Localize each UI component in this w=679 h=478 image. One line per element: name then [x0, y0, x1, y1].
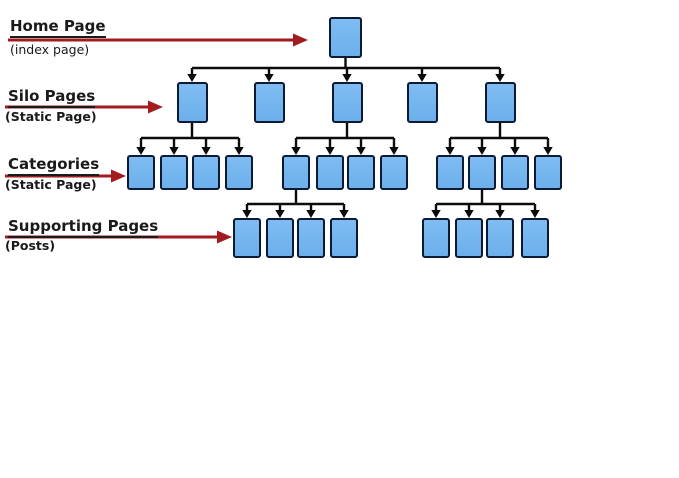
rail-to-silo-arrow-3-head — [342, 74, 352, 82]
category-page-node-3-2 — [468, 155, 496, 190]
supporting-page-node-1-1 — [233, 218, 261, 258]
category-page-node-1-2 — [160, 155, 188, 190]
category-page-node-1-4 — [225, 155, 253, 190]
label-home-page: Home Page — [10, 16, 106, 39]
category-page-node-2-3 — [347, 155, 375, 190]
supporting-page-node-2-4 — [521, 218, 549, 258]
supporting-pages-label-text: Supporting Pages — [8, 217, 159, 239]
supporting-page-node-1-4 — [330, 218, 358, 258]
rail-to-supporting-arrow-2-2-head — [464, 210, 474, 218]
home-label-arrow-head — [293, 33, 308, 47]
rail-to-silo-arrow-5-head — [495, 74, 505, 82]
category-page-node-3-3 — [501, 155, 529, 190]
rail-to-supporting-arrow-2-4-head — [530, 210, 540, 218]
rail-to-category-arrow-1-3-head — [201, 147, 211, 155]
supporting-page-node-2-3 — [486, 218, 514, 258]
category-page-node-3-4 — [534, 155, 562, 190]
supporting-page-node-1-3 — [297, 218, 325, 258]
silo-pages-sublabel: (Static Page) — [5, 109, 97, 124]
home-page-label-text: Home Page — [10, 17, 106, 39]
silo-page-node-5 — [484, 82, 516, 123]
categories-label-text: Categories — [8, 155, 100, 177]
rail-to-category-arrow-1-2-head — [169, 147, 179, 155]
rail-to-category-arrow-2-1-head — [291, 147, 301, 155]
supporting-page-node-1-2 — [266, 218, 294, 258]
home-page-node — [329, 17, 362, 58]
rail-to-silo-arrow-1-head — [187, 74, 197, 82]
category-page-node-1-3 — [192, 155, 220, 190]
silo-page-node-1 — [176, 82, 208, 123]
category-page-node-2-2 — [316, 155, 344, 190]
rail-to-category-arrow-3-1-head — [445, 147, 455, 155]
rail-to-supporting-arrow-2-3-head — [495, 210, 505, 218]
rail-to-category-arrow-2-3-head — [356, 147, 366, 155]
rail-to-supporting-arrow-1-3-head — [306, 210, 316, 218]
rail-to-category-arrow-1-4-head — [234, 147, 244, 155]
label-silo-pages: Silo Pages — [8, 86, 96, 109]
rail-to-category-arrow-3-3-head — [510, 147, 520, 155]
rail-to-silo-arrow-2-head — [264, 74, 274, 82]
rail-to-category-arrow-3-2-head — [477, 147, 487, 155]
label-categories: Categories — [8, 154, 100, 177]
supporting-pages-sublabel: (Posts) — [5, 238, 56, 253]
category-page-node-2-4 — [380, 155, 408, 190]
home-page-sublabel: (index page) — [10, 42, 90, 57]
rail-to-category-arrow-2-2-head — [325, 147, 335, 155]
supporting-page-node-2-1 — [422, 218, 450, 258]
rail-to-supporting-arrow-1-2-head — [275, 210, 285, 218]
category-page-node-1-1 — [127, 155, 155, 190]
rail-to-category-arrow-2-4-head — [389, 147, 399, 155]
categories-label-arrow-head — [111, 169, 126, 183]
silo-page-node-2 — [253, 82, 285, 123]
label-supporting-pages: Supporting Pages — [8, 216, 159, 239]
rail-to-supporting-arrow-1-1-head — [242, 210, 252, 218]
rail-to-silo-arrow-4-head — [417, 74, 427, 82]
category-page-node-2-1 — [282, 155, 310, 190]
supporting-page-node-2-2 — [455, 218, 483, 258]
supporting-label-arrow-head — [217, 230, 232, 244]
category-page-node-3-1 — [436, 155, 464, 190]
silo-page-node-3 — [331, 82, 363, 123]
categories-sublabel: (Static Page) — [5, 177, 97, 192]
rail-to-category-arrow-3-4-head — [543, 147, 553, 155]
silo-pages-label-text: Silo Pages — [8, 87, 96, 109]
silo-label-arrow-head — [148, 100, 163, 114]
rail-to-supporting-arrow-2-1-head — [431, 210, 441, 218]
silo-page-node-4 — [406, 82, 438, 123]
rail-to-supporting-arrow-1-4-head — [339, 210, 349, 218]
rail-to-category-arrow-1-1-head — [136, 147, 146, 155]
